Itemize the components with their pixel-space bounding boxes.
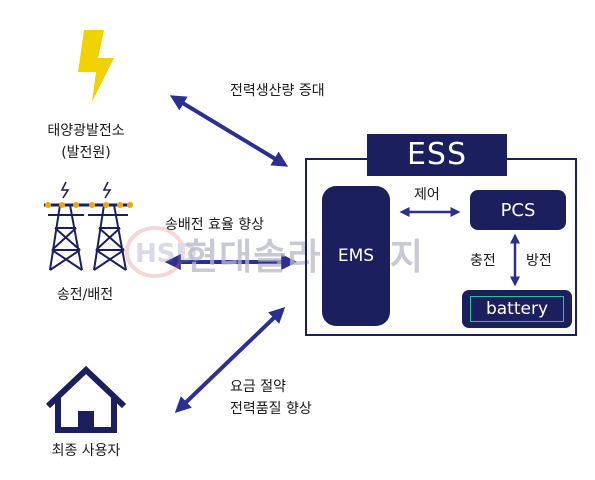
ems-label: EMS bbox=[337, 246, 375, 266]
house-icon bbox=[45, 365, 127, 433]
arrow-label-quality: 전력품질 향상 bbox=[230, 401, 312, 417]
lightning-bolt-icon bbox=[78, 30, 114, 102]
arrow-label-consumer: 요금 절약 전력품질 향상 bbox=[230, 376, 312, 420]
control-label: 제어 bbox=[414, 187, 440, 203]
ess-title: ESS bbox=[367, 134, 507, 176]
power-tower-icon bbox=[44, 181, 132, 271]
solar-plant-name: 태양광발전소 bbox=[47, 123, 125, 139]
arrow-label-transmission: 송배전 효율 향상 bbox=[165, 217, 265, 233]
battery-label: battery bbox=[470, 296, 564, 322]
solar-plant-sub: (발전원) bbox=[61, 145, 111, 161]
grid-label: 송전/배전 bbox=[56, 287, 114, 303]
pcs-block: PCS bbox=[470, 190, 566, 230]
pcs-label: PCS bbox=[500, 199, 536, 221]
arrow-label-savings: 요금 절약 bbox=[230, 379, 286, 395]
ems-block: EMS bbox=[322, 186, 390, 326]
charge-label: 충전 bbox=[470, 253, 496, 269]
arrow-label-production: 전력생산량 증대 bbox=[230, 83, 325, 99]
discharge-label: 방전 bbox=[526, 253, 552, 269]
consumer-label: 최종 사용자 bbox=[51, 443, 121, 459]
arrow-solar-ess bbox=[169, 95, 289, 167]
battery-block: battery bbox=[462, 290, 572, 328]
arrow-consumer-ess bbox=[174, 307, 286, 413]
solar-plant-label: 태양광발전소 (발전원) bbox=[30, 120, 142, 164]
